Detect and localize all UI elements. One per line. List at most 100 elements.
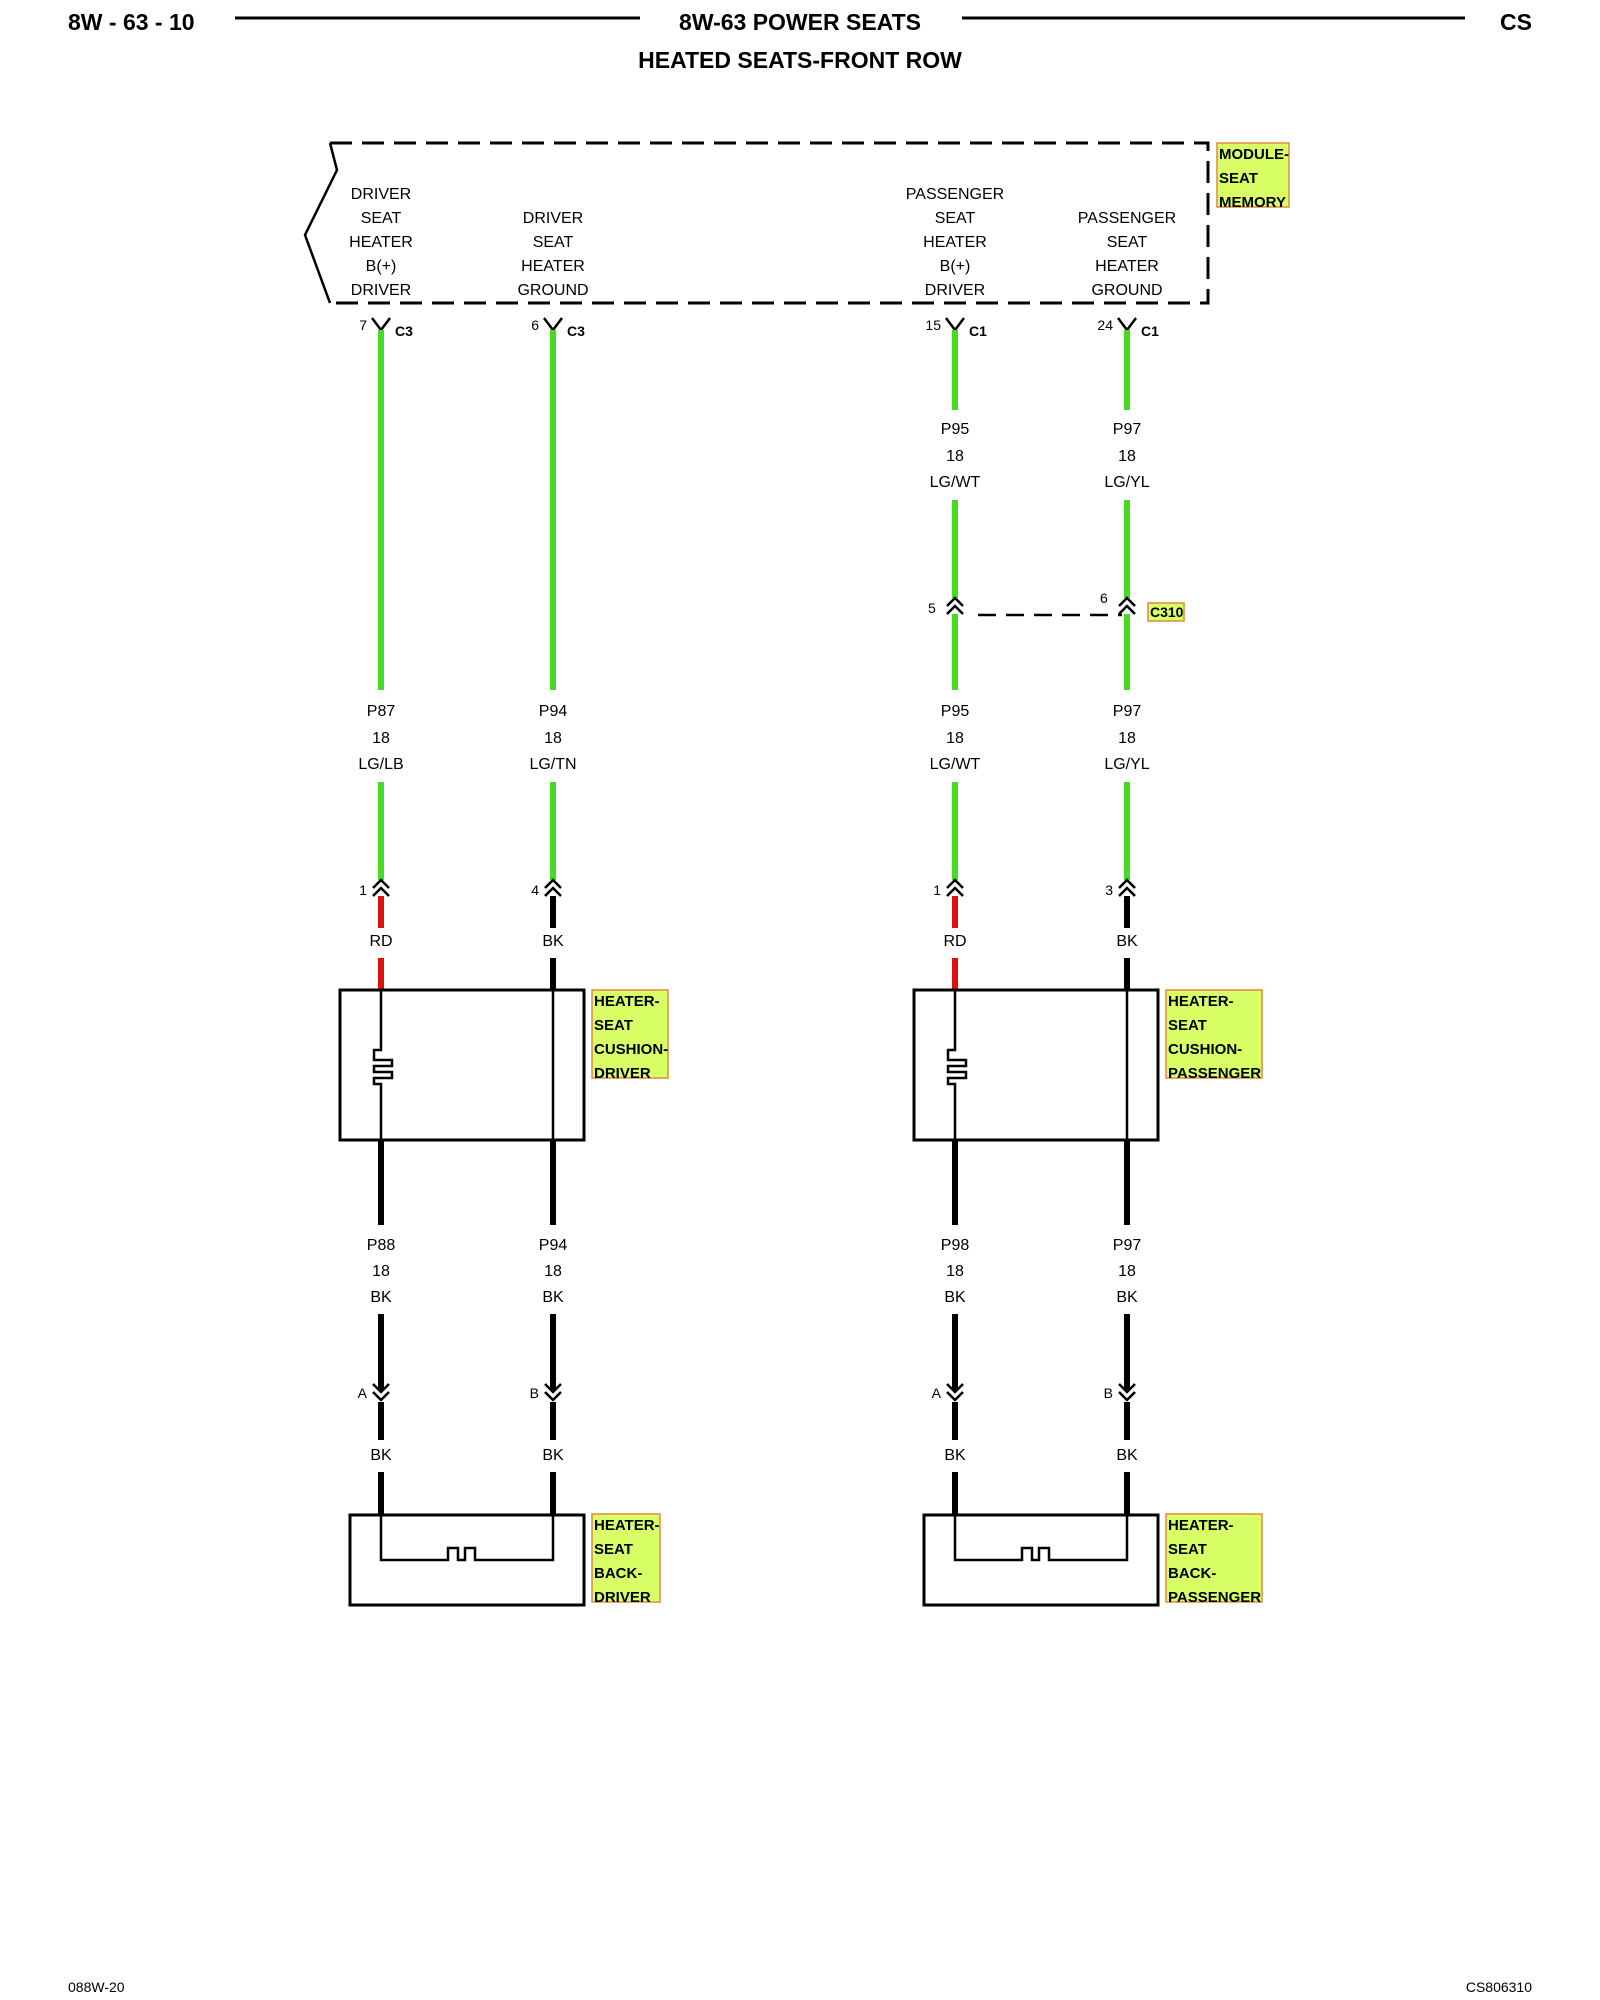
- back-pin-3-color: BK: [1116, 1447, 1138, 1464]
- cushion-pin-0-color: RD: [369, 933, 392, 950]
- cushion-passenger-tag-line-1: SEAT: [1168, 1017, 1207, 1034]
- back-driver-tag-line-2: BACK-: [594, 1565, 642, 1582]
- lower-wire-3-gauge: 18: [1118, 1263, 1136, 1280]
- heater-seat-cushion-passenger: [912, 988, 1160, 1142]
- model-code: CS: [1500, 9, 1532, 35]
- lower-wire-1-circuit: P94: [539, 1237, 568, 1254]
- back-pin-3-label: B: [1104, 1385, 1113, 1401]
- back-pin-1-label: B: [530, 1385, 539, 1401]
- main-wire-1-circuit: P94: [539, 703, 568, 720]
- cushion-driver-tag-line-1: SEAT: [594, 1017, 633, 1034]
- terminal-0-label-1: SEAT: [361, 210, 402, 227]
- terminal-2-fork: [945, 317, 965, 333]
- c310-pin-5-chevrons: [946, 596, 964, 615]
- heater-seat-back-driver: [348, 1480, 586, 1607]
- c310-pin-5: 5: [928, 600, 936, 616]
- back-passenger-tag-line-2: BACK-: [1168, 1565, 1216, 1582]
- upper-wire-0-gauge: 18: [946, 448, 964, 465]
- cushion-passenger-tag-box: [1165, 989, 1263, 1079]
- cushion-passenger-tag: HEATER- SEAT CUSHION- PASSENGER: [1165, 989, 1263, 1082]
- c310-pin-6-chevrons: [1118, 596, 1136, 615]
- terminal-0-connector: C3: [395, 323, 413, 339]
- back-pin-1-color: BK: [542, 1447, 564, 1464]
- lower-wire-0-circuit: P88: [367, 1237, 396, 1254]
- back-pin-3-chevrons: [1118, 1383, 1136, 1402]
- lower-wire-0-gauge: 18: [372, 1263, 390, 1280]
- upper-wire-0-circuit: P95: [941, 421, 970, 438]
- lower-wire-0-color: BK: [370, 1289, 392, 1306]
- upper-wire-0-color: LG/WT: [930, 474, 981, 491]
- heater-seat-back-passenger: [922, 1480, 1160, 1607]
- terminal-0-label-4: DRIVER: [351, 282, 411, 299]
- terminal-1-pin: 6: [531, 317, 539, 333]
- main-wire-3-color: LG/YL: [1104, 756, 1149, 773]
- terminal-2-label-1: SEAT: [935, 210, 976, 227]
- terminal-1-label-3: GROUND: [517, 282, 588, 299]
- terminal-1-connector: C3: [567, 323, 585, 339]
- cushion-pin-2-color: RD: [943, 933, 966, 950]
- terminal-1-label-0: DRIVER: [523, 210, 583, 227]
- back-driver-tag-line-3: DRIVER: [594, 1589, 651, 1606]
- main-wire-0-circuit: P87: [367, 703, 396, 720]
- cushion-passenger-tag-line-0: HEATER-: [1168, 993, 1234, 1010]
- cushion-pin-0-chevrons: [372, 878, 390, 897]
- module-tag-line-0: MODULE-: [1219, 146, 1289, 163]
- lower-wire-1-color: BK: [542, 1289, 564, 1306]
- back-passenger-tag-box: [1165, 1513, 1263, 1603]
- module-break-symbol: [303, 142, 339, 304]
- main-wire-2-color: LG/WT: [930, 756, 981, 773]
- cushion-pin-3-color: BK: [1116, 933, 1138, 950]
- terminal-3-connector: C1: [1141, 323, 1159, 339]
- cushion-pin-0-number: 1: [359, 882, 367, 898]
- main-wire-3-circuit: P97: [1113, 703, 1142, 720]
- terminal-2-label-4: DRIVER: [925, 282, 985, 299]
- back-pin-2-chevrons: [946, 1383, 964, 1402]
- cushion-passenger-tag-line-3: PASSENGER: [1168, 1065, 1261, 1082]
- c310-label: C310: [1150, 604, 1184, 620]
- terminal-2-label-0: PASSENGER: [906, 186, 1004, 203]
- terminal-2-label-2: HEATER: [923, 234, 987, 251]
- terminal-1-fork: [543, 317, 563, 333]
- module-tag-line-1: SEAT: [1219, 170, 1258, 187]
- terminal-1-label-2: HEATER: [521, 258, 585, 275]
- main-wire-3-gauge: 18: [1118, 730, 1136, 747]
- section-title: 8W-63 POWER SEATS: [679, 9, 921, 35]
- upper-wire-1-gauge: 18: [1118, 448, 1136, 465]
- lower-wire-1-gauge: 18: [544, 1263, 562, 1280]
- wires: P9518LG/WTP9718LG/YLP8718LG/LBP9418LG/TN…: [358, 330, 1150, 1515]
- cushion-driver-tag-line-3: DRIVER: [594, 1065, 651, 1082]
- back-driver-tag-line-1: SEAT: [594, 1541, 633, 1558]
- main-wire-2-gauge: 18: [946, 730, 964, 747]
- main-wire-1-color: LG/TN: [529, 756, 576, 773]
- upper-wire-1-circuit: P97: [1113, 421, 1142, 438]
- cushion-component-tags: HEATER-SEATCUSHION-DRIVERHEATER-SEATCUSH…: [591, 989, 1263, 1082]
- back-passenger-tag-line-1: SEAT: [1168, 1541, 1207, 1558]
- terminal-2-pin: 15: [925, 317, 941, 333]
- back-pin-0-chevrons: [372, 1383, 390, 1402]
- main-wire-1-gauge: 18: [544, 730, 562, 747]
- back-pin-2-color: BK: [944, 1447, 966, 1464]
- c310-tag: C310: [1147, 602, 1185, 622]
- terminal-3-pin: 24: [1097, 317, 1113, 333]
- back-driver-tag: HEATER- SEAT BACK- DRIVER: [591, 1513, 661, 1606]
- main-wire-2-circuit: P95: [941, 703, 970, 720]
- cushion-passenger-tag-line-2: CUSHION-: [1168, 1041, 1242, 1058]
- back-pin-0-label: A: [358, 1385, 368, 1401]
- terminal-3-label-2: HEATER: [1095, 258, 1159, 275]
- cushion-pin-3-number: 3: [1105, 882, 1113, 898]
- terminal-2-label-3: B(+): [940, 258, 971, 275]
- lower-wire-3-color: BK: [1116, 1289, 1138, 1306]
- page-number: 8W - 63 - 10: [68, 9, 195, 35]
- back-pin-1-chevrons: [544, 1383, 562, 1402]
- back-driver-tag-line-0: HEATER-: [594, 1517, 660, 1534]
- back-pin-0-color: BK: [370, 1447, 392, 1464]
- cushion-pin-1-color: BK: [542, 933, 564, 950]
- back-passenger-tag-line-0: HEATER-: [1168, 1517, 1234, 1534]
- cushion-pin-3-chevrons: [1118, 878, 1136, 897]
